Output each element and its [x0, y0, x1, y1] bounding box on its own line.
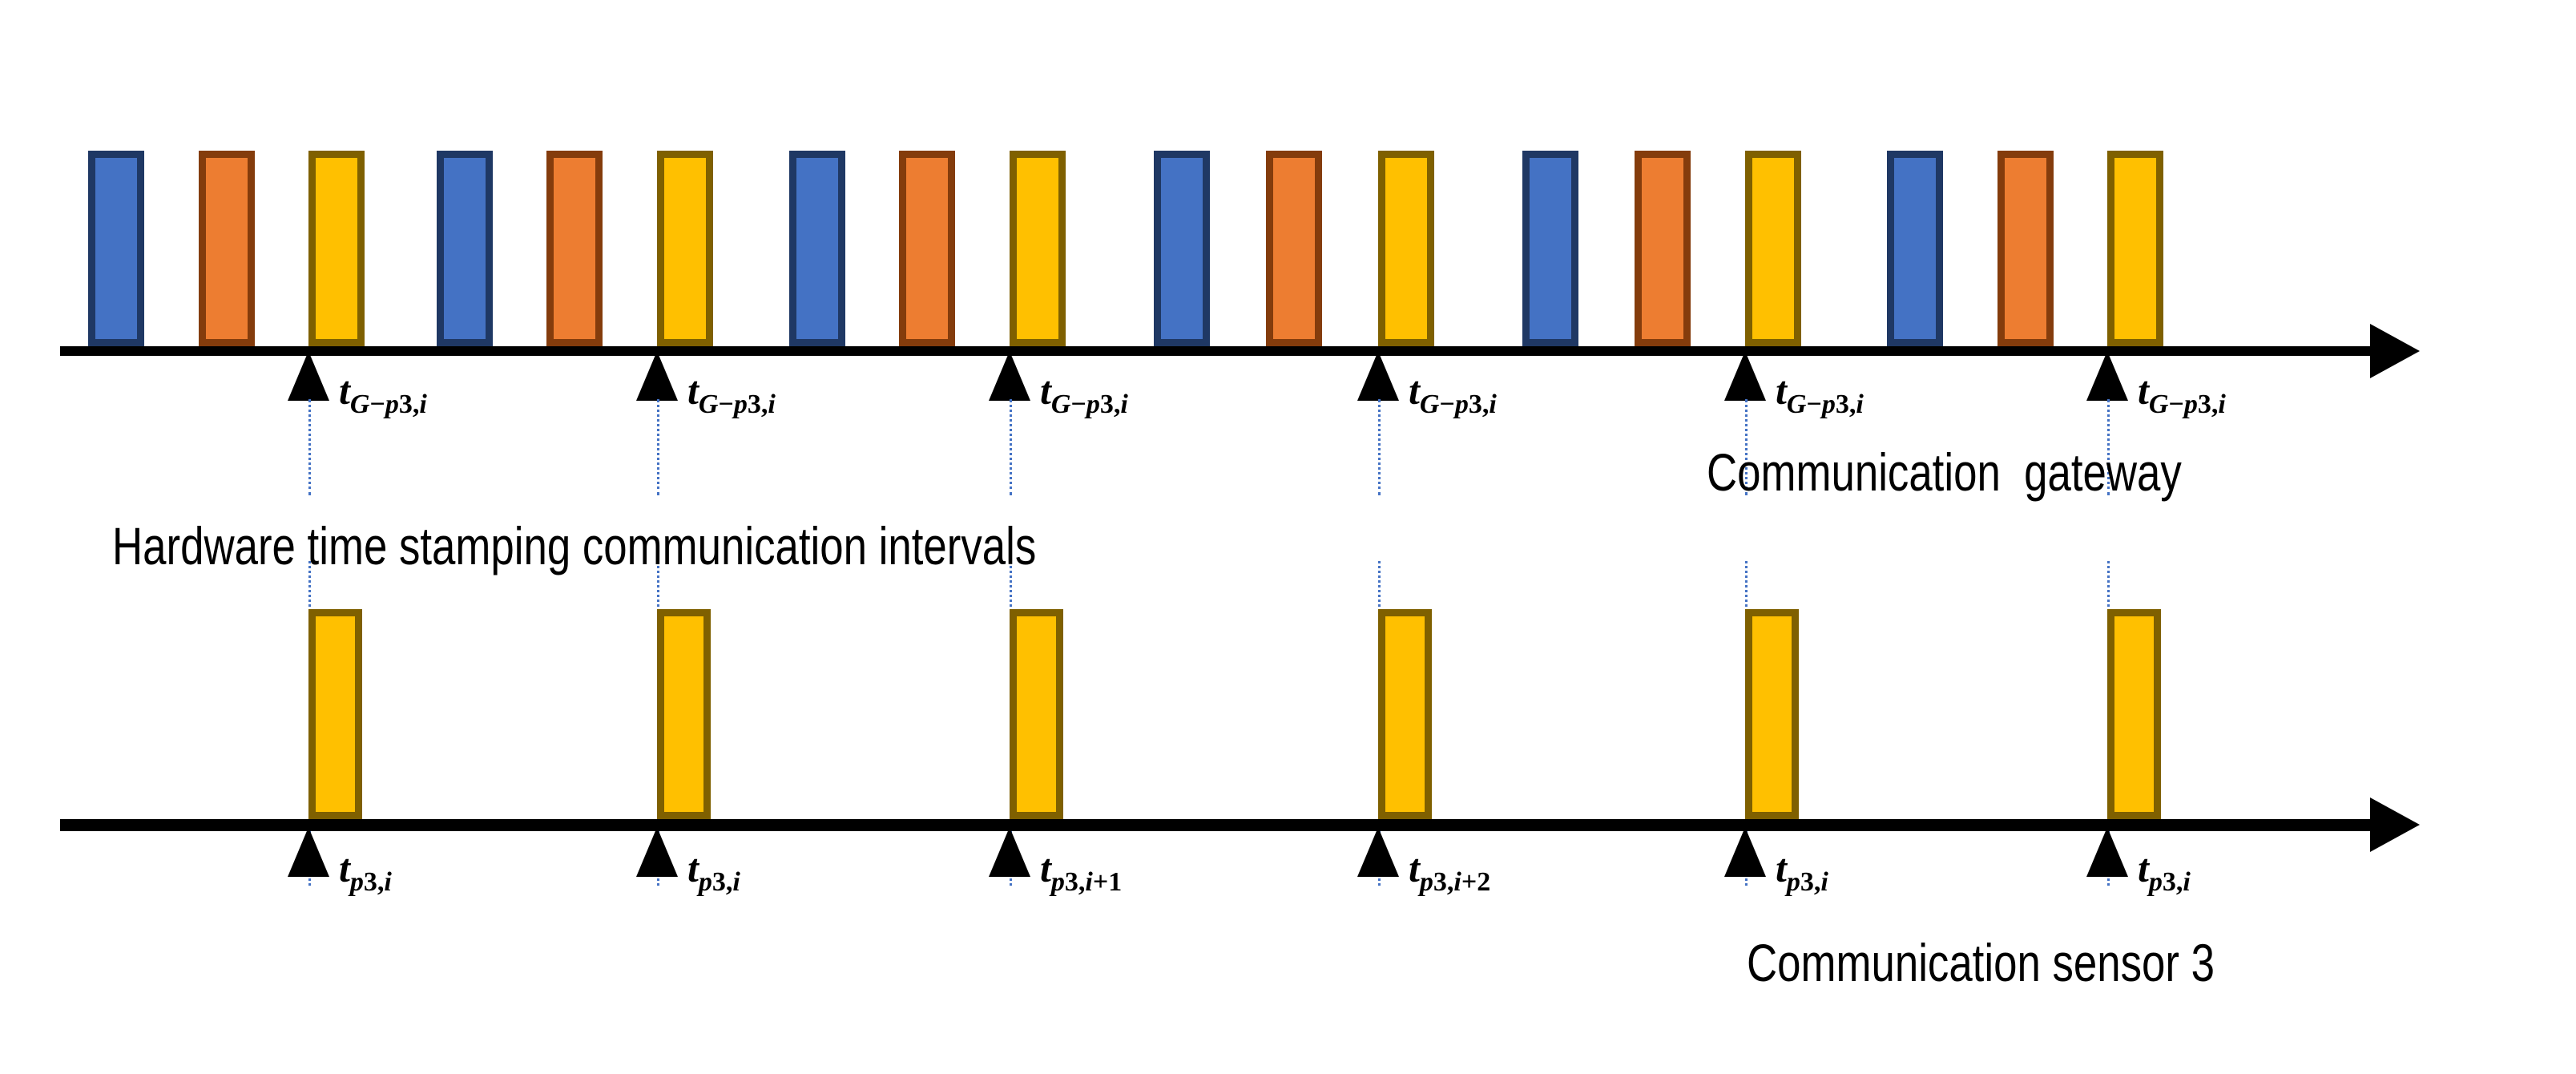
gateway-bar-yellow: [1745, 151, 1801, 346]
gateway-bar-orange: [546, 151, 603, 346]
sensor-bar-yellow: [657, 609, 711, 819]
sensor-tick-marker: [1357, 827, 1399, 877]
sensor-tick-label: tp3,i: [1776, 846, 1828, 897]
gateway-tick-label: tG−p3,i: [1040, 368, 1128, 419]
sensor-tick-marker: [1724, 827, 1766, 877]
gateway-bar-orange: [1266, 151, 1322, 346]
gateway-tick-marker: [2086, 351, 2128, 401]
gateway-tick-marker: [989, 351, 1030, 401]
guide-line-upper: [1378, 399, 1381, 495]
gateway-tick-marker: [288, 351, 329, 401]
gateway-bar-blue: [1522, 151, 1578, 346]
gateway-tick-label: tG−p3,i: [1409, 368, 1497, 419]
gateway-bar-blue: [437, 151, 493, 346]
gateway-bar-orange: [199, 151, 255, 346]
gateway-bar-orange: [899, 151, 955, 346]
sensor-tick-marker: [2086, 827, 2128, 877]
sensor-bar-yellow: [1378, 609, 1432, 819]
sensor-bar-yellow: [1010, 609, 1063, 819]
gateway-tick-marker: [1724, 351, 1766, 401]
sensor-bar-yellow: [2107, 609, 2161, 819]
gateway-bar-yellow: [2107, 151, 2163, 346]
guide-line-upper: [1745, 399, 1748, 495]
gateway-bar-yellow: [1378, 151, 1434, 346]
caption-intervals: Hardware time stamping communication int…: [112, 516, 1037, 575]
sensor-tick-marker: [288, 827, 329, 877]
gateway-time-axis: [60, 346, 2376, 356]
guide-line-upper: [1010, 399, 1012, 495]
gateway-bar-blue: [1154, 151, 1210, 346]
gateway-bar-yellow: [308, 151, 365, 346]
sensor-tick-label: tp3,i: [687, 846, 740, 897]
sensor-tick-label: tp3,i+2: [1409, 846, 1491, 897]
gateway-tick-label: tG−p3,i: [687, 368, 776, 419]
caption-gateway: Communication gateway: [1707, 442, 2182, 502]
guide-line-upper: [2107, 399, 2110, 495]
sensor-tick-label: tp3,i: [339, 846, 392, 897]
gateway-tick-label: tG−p3,i: [2138, 368, 2226, 419]
sensor-axis-arrowhead: [2370, 797, 2420, 852]
gateway-bar-blue: [88, 151, 144, 346]
gateway-tick-label: tG−p3,i: [1776, 368, 1864, 419]
sensor-tick-marker: [636, 827, 678, 877]
gateway-bar-yellow: [1010, 151, 1066, 346]
sensor-bar-yellow: [308, 609, 362, 819]
guide-line-upper: [657, 399, 659, 495]
gateway-tick-marker: [636, 351, 678, 401]
sensor-tick-label: tp3,i: [2138, 846, 2191, 897]
sensor-tick-marker: [989, 827, 1030, 877]
gateway-bar-blue: [1887, 151, 1943, 346]
gateway-bar-orange: [1635, 151, 1691, 346]
guide-line-upper: [308, 399, 311, 495]
gateway-tick-marker: [1357, 351, 1399, 401]
sensor-bar-yellow: [1745, 609, 1799, 819]
gateway-tick-label: tG−p3,i: [339, 368, 427, 419]
gateway-bar-yellow: [657, 151, 713, 346]
sensor-tick-label: tp3,i+1: [1040, 846, 1123, 897]
gateway-bar-blue: [789, 151, 845, 346]
gateway-bar-orange: [1998, 151, 2054, 346]
sensor-time-axis: [60, 819, 2376, 831]
gateway-axis-arrowhead: [2370, 324, 2420, 378]
caption-sensor: Communication sensor 3: [1747, 933, 2215, 992]
